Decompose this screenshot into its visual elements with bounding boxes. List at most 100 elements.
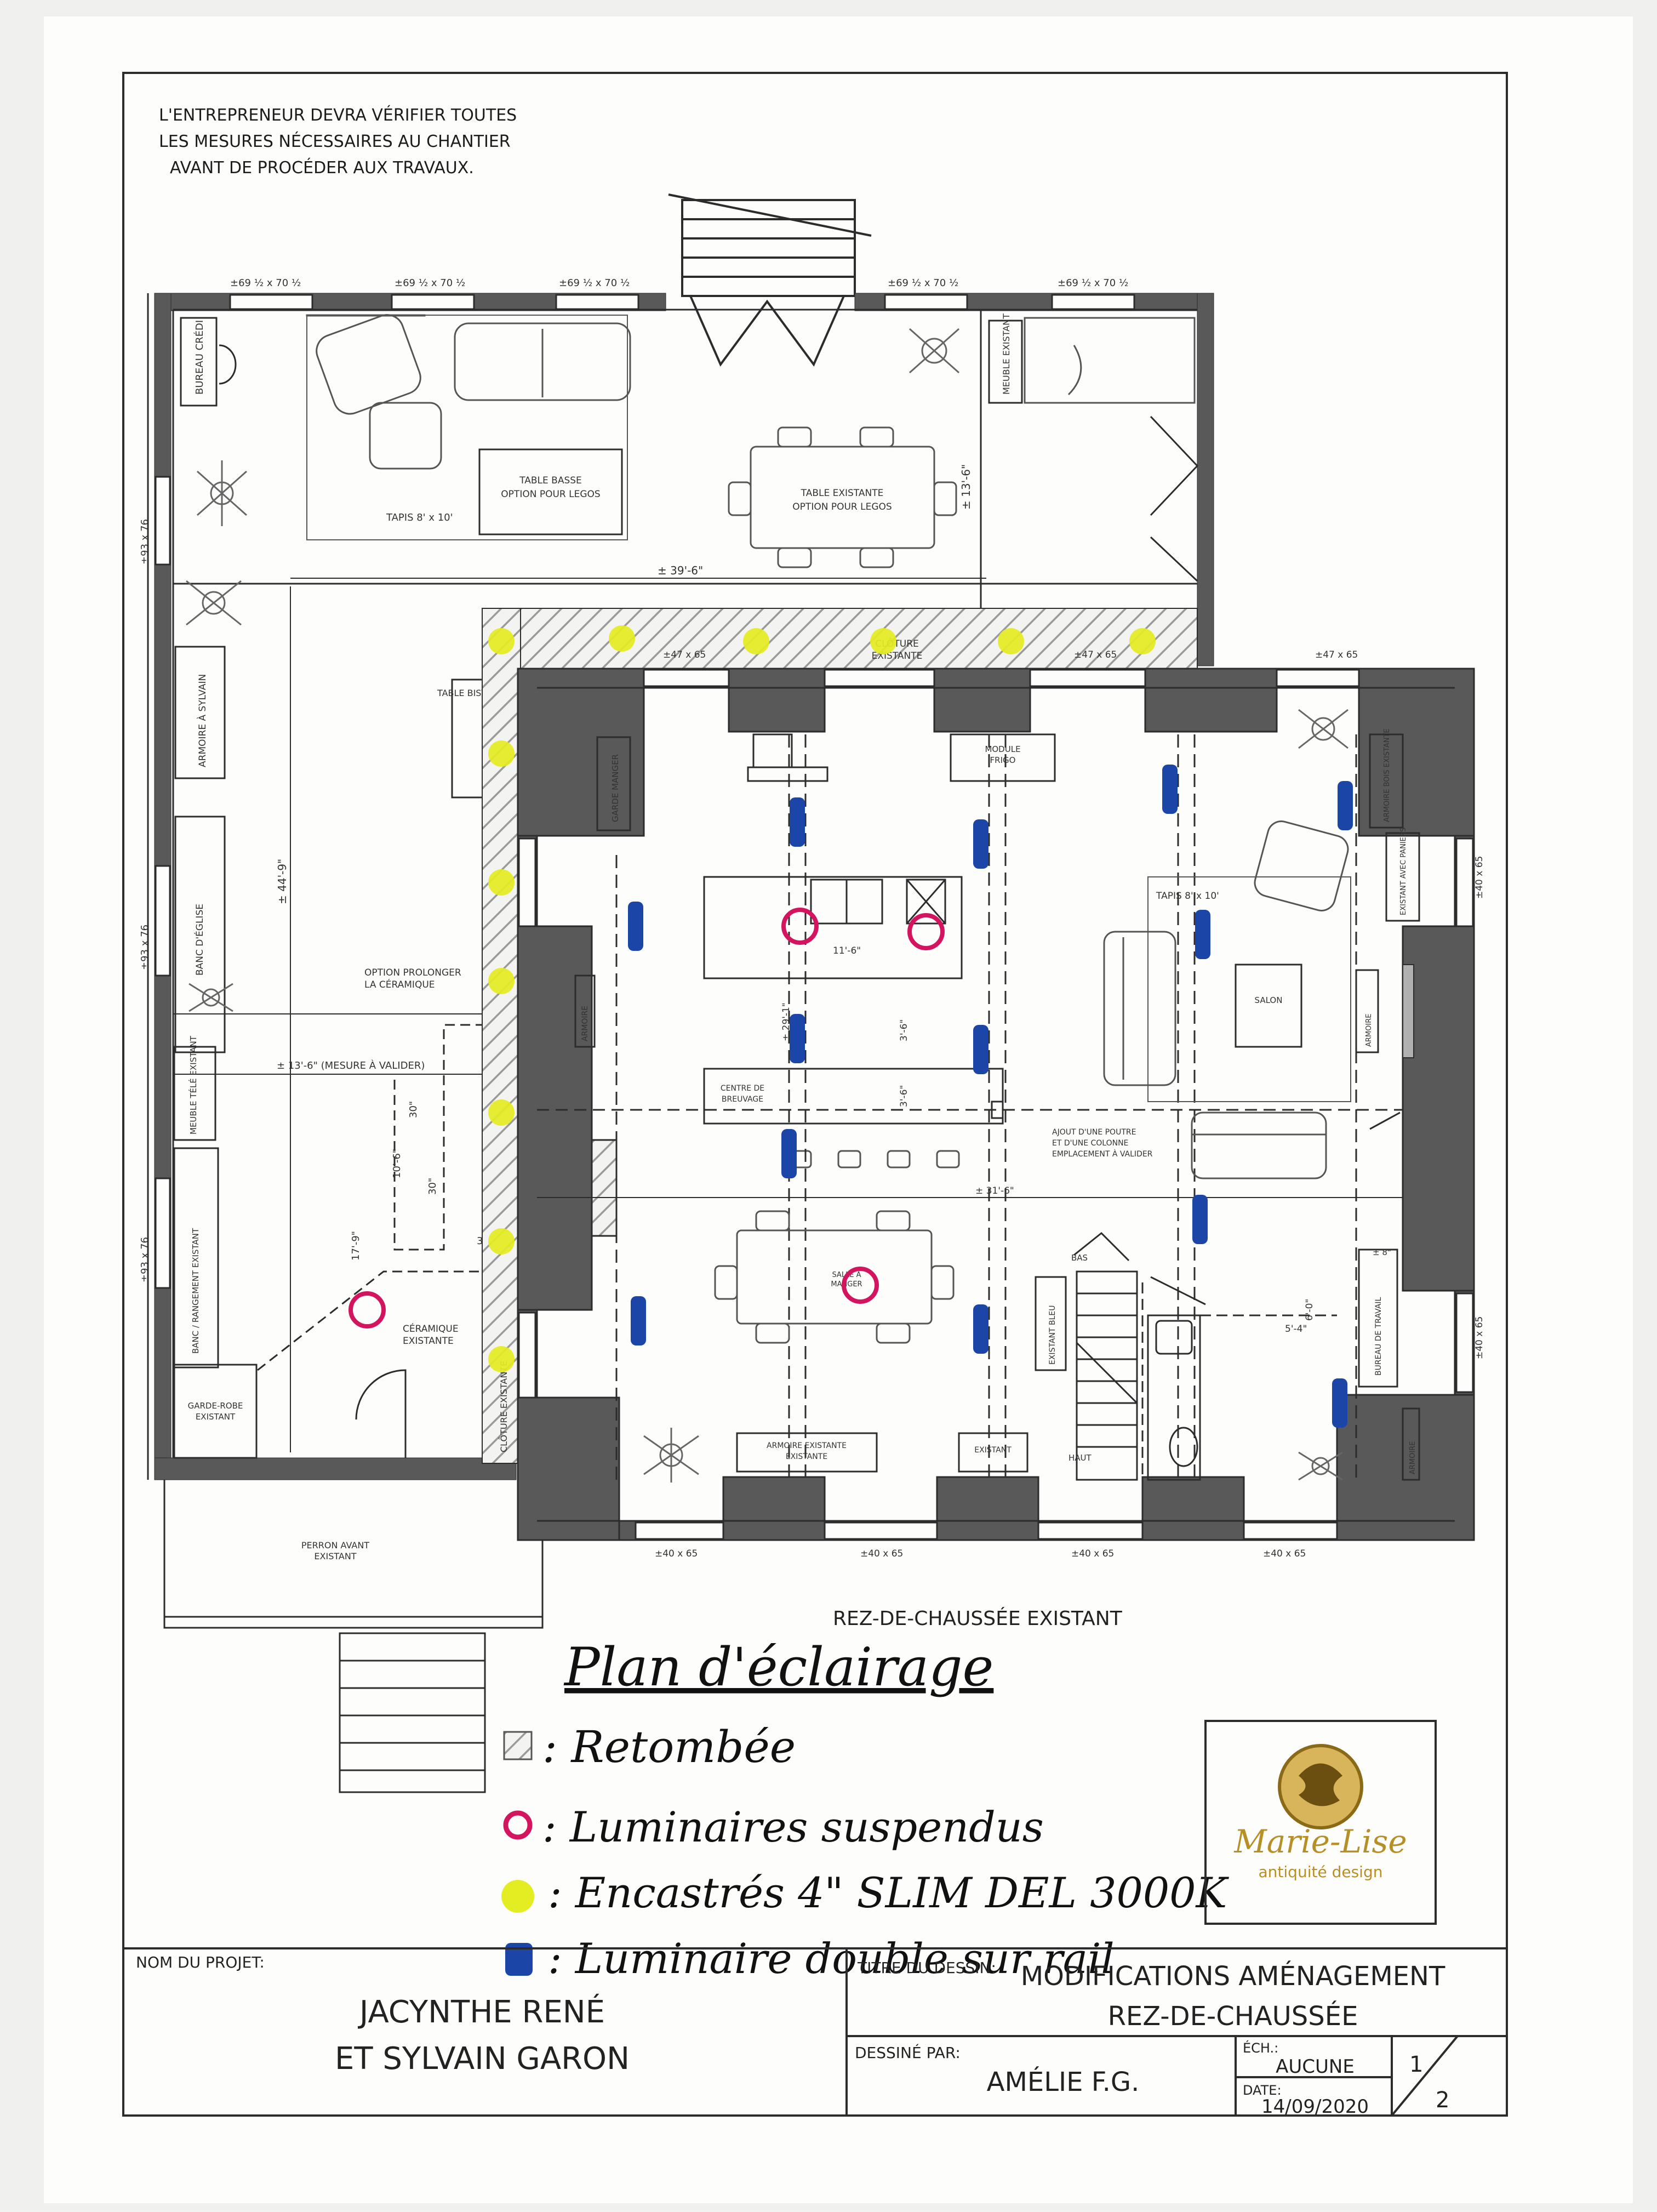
recessed-light-icon[interactable] (743, 628, 769, 654)
armoire-sylvain-label: ARMOIRE À SYLVAIN (196, 674, 208, 767)
armoire-existante-line1: ARMOIRE EXISTANTE (767, 1441, 847, 1450)
rug-left (306, 315, 628, 540)
armoire-kitchen-label: ARMOIRE (581, 1006, 590, 1041)
recessed-lights[interactable] (488, 625, 1156, 1372)
rail-light-icon[interactable] (973, 819, 989, 869)
ceramic-zone (257, 1024, 516, 1371)
titre-dessin-label: TITRE DU DESSIN: (857, 1959, 996, 1977)
banc-rangement-label: BANC / RANGEMENT EXISTANT (191, 1228, 201, 1354)
rail-light-icon[interactable] (1338, 781, 1353, 830)
window-dim-1: ±69 ½ x 70 ½ (230, 277, 301, 289)
nom-projet-label: NOM DU PROJET: (136, 1953, 265, 1971)
rail-light-icon[interactable] (1332, 1378, 1347, 1428)
client-line1: JACYNTHE RENÉ (358, 1994, 605, 2030)
module-frigo (950, 733, 1056, 782)
recessed-light-icon[interactable] (998, 628, 1024, 654)
rail-light-icon[interactable] (790, 1014, 805, 1063)
interior-stairs (1073, 1232, 1138, 1481)
dim-11: 11'-6" (833, 945, 861, 956)
pendant-light-icon[interactable] (907, 913, 945, 950)
main-bottom-windows (635, 1521, 1338, 1540)
side-door (1150, 415, 1199, 582)
recessed-light-icon[interactable] (488, 628, 515, 654)
sheet-border (122, 72, 1508, 2117)
legend-recessed-swatch (501, 1880, 534, 1913)
legend-retombee: : Retombée (542, 1721, 796, 1772)
window-dim-e1: ±47 x 65 (663, 649, 706, 660)
option-prolonger-line1: OPTION PROLONGER (364, 967, 461, 978)
window-dim-left-2: ±93 x 76 (139, 925, 151, 970)
table-existante-option: OPTION POUR LEGOS (792, 501, 892, 512)
salon-door (1369, 1111, 1401, 1130)
stairs-haut: HAUT (1069, 1453, 1092, 1463)
armoire-bois-label: ARMOIRE BOIS EXISTANTE (1383, 728, 1391, 822)
recessed-light-icon[interactable] (488, 740, 515, 767)
fireplace-right (1402, 964, 1414, 1058)
armchair-icon (1254, 820, 1349, 911)
front-porch (163, 1480, 544, 1793)
ajout-poutre-line2: ET D'UNE COLONNE (1052, 1139, 1128, 1148)
existant-paniers-label: EXISTANT AVEC PANIERS (1399, 828, 1408, 915)
existant-bleu (1035, 1276, 1067, 1371)
plant-icon (643, 1428, 699, 1483)
rail-light-icon[interactable] (1195, 910, 1210, 959)
meuble-existant-label: MEUBLE EXISTANT (1001, 313, 1012, 395)
soffit-left[interactable] (482, 608, 521, 1464)
pendant-light-icon[interactable] (348, 1291, 386, 1329)
daybed-throw (1067, 345, 1082, 396)
rail-light-icon[interactable] (790, 797, 805, 847)
recessed-light-icon[interactable] (488, 1228, 515, 1255)
fireplace-left (591, 1139, 618, 1237)
table-basse (478, 448, 623, 535)
soffit-top[interactable] (482, 608, 1198, 669)
stairs-bas: BAS (1071, 1253, 1088, 1263)
garde-robe (173, 1364, 258, 1459)
window-dim-left-1: ±93 x 76 (139, 519, 151, 565)
armoire-sylvain (174, 646, 226, 779)
recessed-light-icon[interactable] (1129, 628, 1156, 654)
dim-54: 5'-4" (1285, 1324, 1307, 1335)
centre-breuvage (703, 1068, 1004, 1125)
date-value: 14/09/2020 (1261, 2096, 1369, 2118)
plant-icon (1298, 709, 1349, 749)
client-line2: ET SYLVAIN GARON (335, 2041, 630, 2077)
existant-bleu-label: EXISTANT BLEU (1048, 1305, 1057, 1365)
contractor-note-line1: L'ENTREPRENEUR DEVRA VÉRIFIER TOUTES (159, 105, 517, 125)
rail-light-icon[interactable] (1192, 1195, 1208, 1244)
recessed-light-icon[interactable] (609, 625, 635, 652)
module-frigo-line1: MODULE (985, 744, 1020, 754)
dim-3b: 3'-6" (899, 1085, 910, 1107)
pendant-light-icon[interactable] (781, 908, 819, 945)
dim-31: ± 31'-6" (975, 1185, 1014, 1196)
rail-light-icon[interactable] (973, 1025, 989, 1074)
ajout-poutre-line1: AJOUT D'UNE POUTRE (1052, 1128, 1136, 1137)
recessed-light-icon[interactable] (488, 1346, 515, 1372)
table-basse-option: OPTION POUR LEGOS (501, 489, 600, 500)
rail-light-icon[interactable] (1162, 765, 1178, 814)
recessed-light-icon[interactable] (870, 628, 896, 654)
dim-mesure: ± 13'-6" (MESURE À VALIDER) (277, 1059, 425, 1071)
ceramique-line2: EXISTANTE (403, 1336, 454, 1347)
legend-hatch-swatch (503, 1731, 533, 1760)
recessed-light-icon[interactable] (488, 1099, 515, 1126)
armoire-existante-bottom (736, 1432, 878, 1473)
rail-light-icon[interactable] (628, 902, 643, 951)
sofa-left-icon (1103, 931, 1176, 1086)
rail-light-icon[interactable] (631, 1296, 646, 1346)
ceiling-fan-icon (1298, 1451, 1343, 1481)
rail-lights[interactable] (628, 765, 1353, 1428)
pendant-lights[interactable] (348, 908, 945, 1329)
sink-icon (810, 879, 946, 925)
armoire-right-bottom-label: ARMOIRE (1409, 1441, 1417, 1474)
window-dim-b3: ±40 x 65 (1071, 1548, 1114, 1559)
recessed-light-icon[interactable] (488, 968, 515, 994)
main-side-windows (518, 837, 1474, 1399)
dining-table-main (714, 1210, 955, 1344)
dim-30a: 30" (408, 1101, 419, 1118)
pendant-light-icon[interactable] (842, 1267, 879, 1304)
annex-top-windows (229, 294, 1135, 310)
recessed-light-icon[interactable] (488, 869, 515, 896)
window-dim-b2: ±40 x 65 (860, 1548, 903, 1559)
rail-light-icon[interactable] (781, 1129, 797, 1178)
rail-light-icon[interactable] (973, 1304, 989, 1354)
